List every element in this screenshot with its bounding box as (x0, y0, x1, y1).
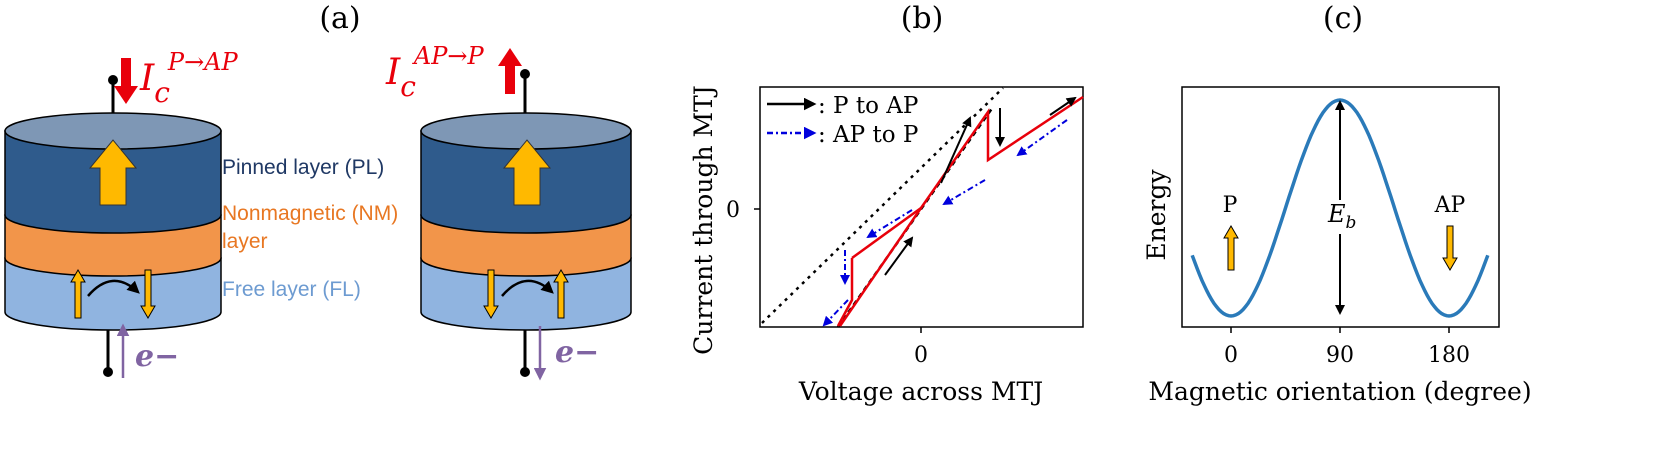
free-magnet-arrow-up-left (70, 269, 86, 319)
ylabel-c: Energy (1142, 169, 1171, 261)
legend-label-p-to-ap: : P to AP (818, 93, 918, 119)
arrow-ap-to-p-2 (942, 179, 986, 206)
current-arrow-down-icon (114, 58, 138, 104)
legend-b: : P to AP : AP to P (767, 93, 918, 148)
ap-state-label: AP (1434, 193, 1466, 218)
flip-arrow-left (87, 279, 140, 297)
legend-label-ap-to-p: : AP to P (818, 122, 918, 148)
top-terminal-left (108, 75, 118, 85)
p-state-label: P (1223, 193, 1238, 218)
free-magnet-arrow-up-right (553, 269, 569, 319)
free-magnet-arrow-down-left (140, 269, 156, 319)
panel-b: (b) 0 0 Voltage across MTJ Current throu… (689, 1, 1084, 406)
arrow-ap-to-p-1 (1016, 119, 1068, 157)
bottom-terminal-left (103, 367, 113, 377)
ap-state-arrow-icon (1442, 225, 1458, 271)
hysteresis-upper-branch (838, 95, 1084, 327)
ytick-label-b: 0 (726, 198, 740, 223)
xtick-label-0: 0 (1224, 343, 1238, 368)
xlabel-b: Voltage across MTJ (798, 377, 1043, 406)
panel-c: (c) 0 90 180 Magnetic orientation (degre… (1142, 1, 1532, 406)
xtick-label-180: 180 (1428, 343, 1470, 368)
pinned-magnet-arrow-left (88, 139, 138, 206)
bottom-terminal-right (520, 367, 530, 377)
mtj-right (420, 48, 632, 381)
p-state-arrow-icon (1223, 225, 1239, 271)
pinned-magnet-arrow-right (502, 139, 552, 206)
nm-layer-label-line1: Nonmagnetic (NM) (222, 202, 398, 225)
panel-b-label: (b) (901, 1, 944, 36)
xtick-label-90: 90 (1326, 343, 1354, 368)
panel-a-label: (a) (319, 1, 360, 36)
free-layer-label: Free layer (FL) (222, 278, 361, 301)
arrow-p-to-ap-1 (884, 236, 914, 276)
current-label-right: IcAP→P (385, 42, 485, 103)
current-arrow-up-icon (498, 48, 522, 94)
xtick-label-b: 0 (914, 343, 928, 368)
nm-layer-label-line2: layer (222, 230, 268, 253)
hysteresis-lower-jump (836, 258, 854, 327)
iv-curves (761, 87, 1084, 328)
panel-a: (a) IcP→AP (4, 1, 632, 381)
hysteresis-ap-branch (851, 206, 922, 260)
eb-label-background (1326, 200, 1362, 234)
free-magnet-arrow-down-right (483, 269, 499, 319)
electron-label-left: e− (135, 339, 179, 374)
free-layer-right (420, 257, 632, 331)
arrow-p-to-ap-2 (940, 116, 972, 184)
panel-c-label: (c) (1323, 1, 1363, 36)
arrow-p-to-ap-4 (1049, 96, 1077, 116)
electron-label-right: e− (555, 335, 599, 370)
arrow-ap-to-p-3 (866, 209, 913, 239)
flip-arrow-right (501, 279, 554, 297)
top-terminal-right (520, 69, 530, 79)
mtj-left (4, 58, 222, 378)
current-label-left: IcP→AP (139, 48, 239, 109)
pinned-layer-label: Pinned layer (PL) (222, 156, 384, 179)
arrow-ap-to-p-5 (822, 299, 849, 327)
eb-label: Eb (1327, 200, 1356, 233)
xlabel-c: Magnetic orientation (degree) (1148, 377, 1531, 406)
ylabel-b: Current through MTJ (689, 85, 718, 355)
